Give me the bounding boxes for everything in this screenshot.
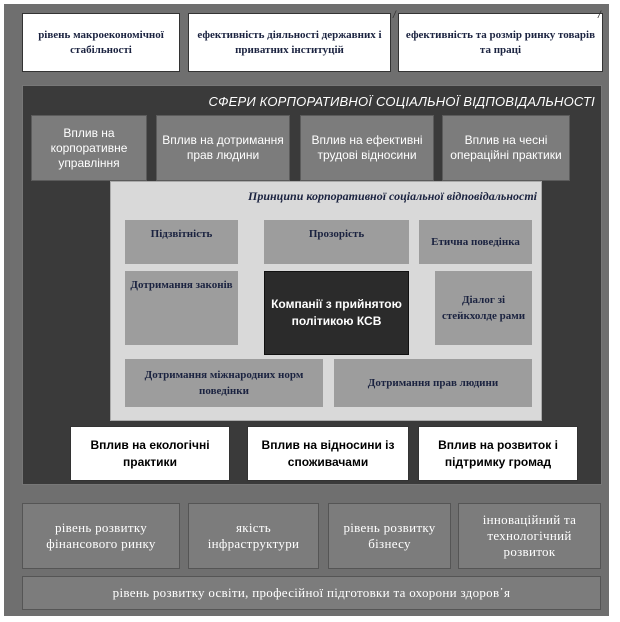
principle-stakeholder-dialogue: Діалог зі стейкхолде рами — [435, 271, 532, 345]
principle-accountability: Підзвітність — [125, 220, 238, 264]
sphere-consumers: Вплив на відносини із споживачами — [247, 426, 409, 481]
sphere-corporate-governance: Вплив на корпоративне управління — [31, 115, 147, 181]
sphere-community-development: Вплив на розвиток і підтримку громад — [418, 426, 578, 481]
factor-infrastructure: якість інфраструктури — [188, 503, 319, 569]
principle-rule-of-law: Дотримання законів — [125, 271, 238, 345]
factor-institutions-efficiency: ефективність діяльності державних і прив… — [188, 13, 391, 72]
sphere-labour-relations: Вплив на ефективні трудові відносини — [300, 115, 434, 181]
factor-market-efficiency: ефективність та розмір ринку товарів та … — [398, 13, 603, 72]
principle-ethical-behaviour: Етична поведінка — [419, 220, 532, 264]
factor-education-health: рівень розвитку освіти, професійної підг… — [22, 576, 601, 610]
corner-mark-left: / — [393, 10, 396, 21]
factor-business-development: рівень розвитку бізнесу — [328, 503, 451, 569]
spheres-title: СФЕРИ КОРПОРАТИВНОЇ СОЦІАЛЬНОЇ ВІДПОВІДА… — [208, 93, 595, 109]
corner-mark-right: / — [598, 10, 601, 21]
principle-human-rights: Дотримання прав людини — [334, 359, 532, 407]
sphere-fair-operating-practices: Вплив на чесні операційні практики — [442, 115, 570, 181]
center-companies-csr: Компанії з прийнятою політикою КСВ — [264, 271, 409, 355]
principle-international-norms: Дотримання міжнародних норм поведінки — [125, 359, 323, 407]
sphere-environment: Вплив на екологічні практики — [70, 426, 230, 481]
principle-transparency: Прозорість — [264, 220, 409, 264]
factor-macroeconomic-stability: рівень макроекономічної стабільності — [22, 13, 180, 72]
factor-financial-market: рівень розвитку фінансового ринку — [22, 503, 180, 569]
factor-innovation: інноваційний та технологічний розвиток — [458, 503, 601, 569]
principles-title: Принципи корпоративної соціальної відпов… — [248, 188, 537, 203]
sphere-human-rights: Вплив на дотримання прав людини — [156, 115, 290, 181]
